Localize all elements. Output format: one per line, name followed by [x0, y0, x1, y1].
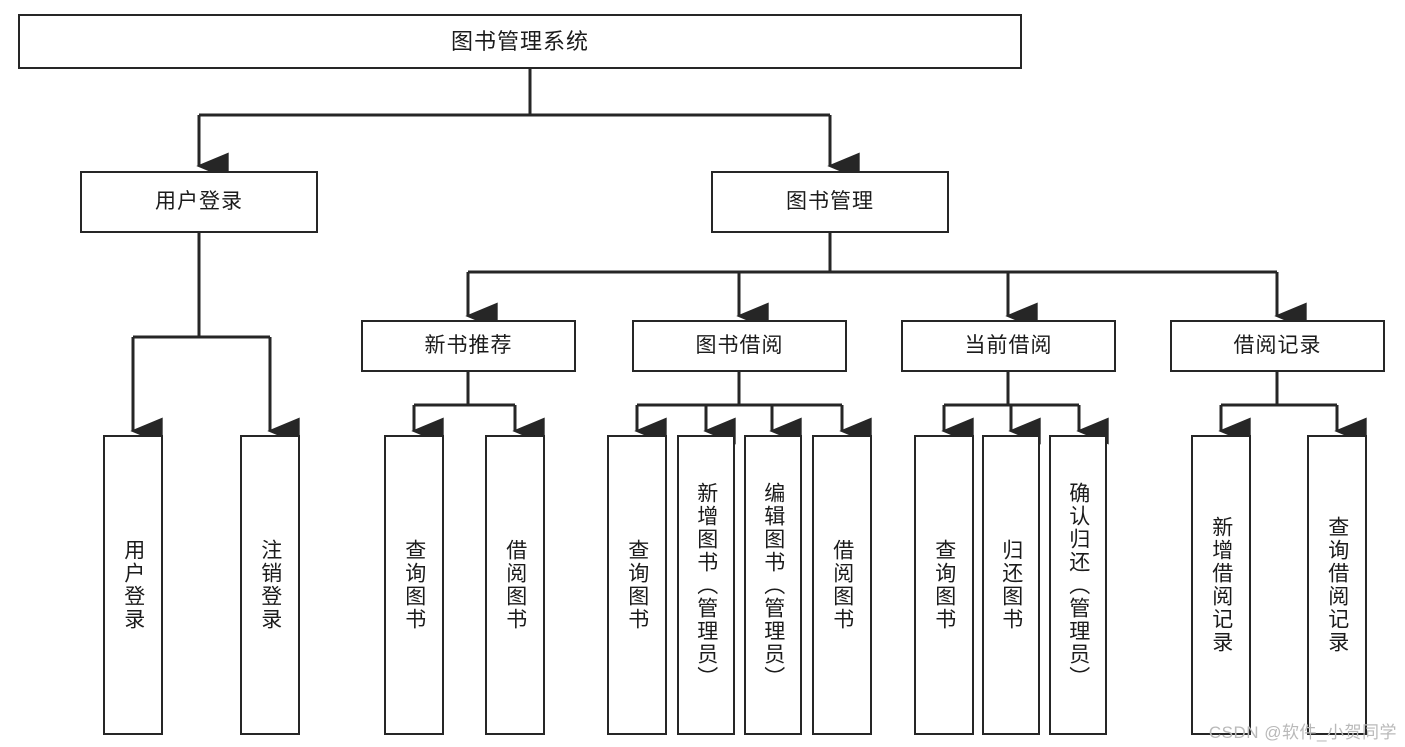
node-leaf-add-book-label: 新增图书（管理员）: [694, 481, 718, 689]
node-leaf-logout[interactable]: 注销登录: [240, 435, 300, 735]
node-leaf-add-record[interactable]: 新增借阅记录: [1191, 435, 1251, 735]
node-root[interactable]: 图书管理系统: [18, 14, 1022, 69]
node-user-login[interactable]: 用户登录: [80, 171, 318, 233]
node-book-management[interactable]: 图书管理: [711, 171, 949, 233]
node-leaf-borrow-book-1-label: 借阅图书: [503, 539, 527, 631]
node-borrow-record[interactable]: 借阅记录: [1170, 320, 1385, 372]
node-leaf-query-book-2-label: 查询图书: [625, 539, 649, 631]
node-current-borrow-label: 当前借阅: [964, 333, 1053, 357]
node-leaf-logout-label: 注销登录: [258, 539, 282, 631]
node-leaf-query-record-label: 查询借阅记录: [1325, 516, 1349, 654]
node-leaf-edit-book[interactable]: 编辑图书（管理员）: [744, 435, 802, 735]
node-leaf-return-book-label: 归还图书: [999, 539, 1023, 631]
watermark: CSDN @软件_小贺同学: [1208, 723, 1397, 742]
node-leaf-borrow-book-2[interactable]: 借阅图书: [812, 435, 872, 735]
node-leaf-query-book-1[interactable]: 查询图书: [384, 435, 444, 735]
node-book-borrow[interactable]: 图书借阅: [632, 320, 847, 372]
node-leaf-confirm-return[interactable]: 确认归还（管理员）: [1049, 435, 1107, 735]
node-user-login-label: 用户登录: [155, 189, 243, 213]
node-leaf-add-record-label: 新增借阅记录: [1209, 516, 1233, 654]
node-leaf-query-book-1-label: 查询图书: [402, 539, 426, 631]
node-book-management-label: 图书管理: [786, 189, 874, 213]
node-leaf-user-login-label: 用户登录: [121, 539, 145, 631]
node-leaf-add-book[interactable]: 新增图书（管理员）: [677, 435, 735, 735]
node-current-borrow[interactable]: 当前借阅: [901, 320, 1116, 372]
node-leaf-return-book[interactable]: 归还图书: [982, 435, 1040, 735]
node-borrow-record-label: 借阅记录: [1233, 333, 1322, 357]
node-leaf-query-book-3-label: 查询图书: [932, 539, 956, 631]
node-leaf-user-login[interactable]: 用户登录: [103, 435, 163, 735]
node-leaf-borrow-book-1[interactable]: 借阅图书: [485, 435, 545, 735]
node-new-book-recommend[interactable]: 新书推荐: [361, 320, 576, 372]
node-leaf-query-book-2[interactable]: 查询图书: [607, 435, 667, 735]
node-root-label: 图书管理系统: [450, 28, 589, 54]
node-leaf-query-record[interactable]: 查询借阅记录: [1307, 435, 1367, 735]
node-leaf-edit-book-label: 编辑图书（管理员）: [761, 481, 785, 689]
node-leaf-query-book-3[interactable]: 查询图书: [914, 435, 974, 735]
node-leaf-confirm-return-label: 确认归还（管理员）: [1066, 481, 1090, 689]
node-leaf-borrow-book-2-label: 借阅图书: [830, 539, 854, 631]
node-new-book-recommend-label: 新书推荐: [424, 333, 513, 357]
node-book-borrow-label: 图书借阅: [695, 333, 784, 357]
